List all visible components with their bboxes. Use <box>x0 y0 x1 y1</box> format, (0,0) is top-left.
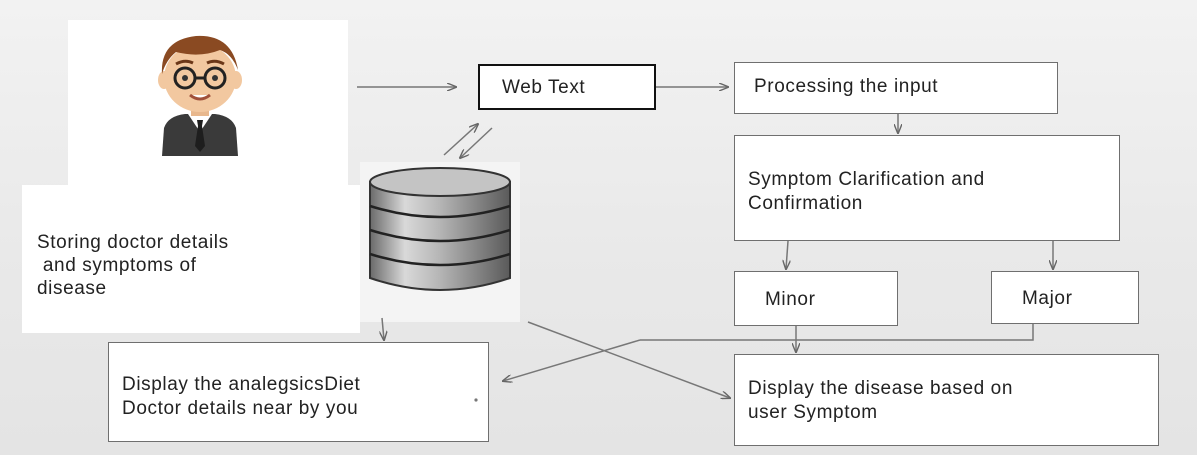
database-icon <box>360 162 520 322</box>
display-disease-box: Display the disease based on user Sympto… <box>734 354 1159 446</box>
arrow-major-to-analgesics <box>640 324 1034 341</box>
minor-label: Minor <box>765 289 816 310</box>
web-text-box: Web Text <box>478 64 656 110</box>
major-box: Major <box>991 271 1139 324</box>
doctor-avatar-icon <box>158 35 242 156</box>
major-label: Major <box>1022 288 1073 309</box>
arrow-clarification-to-minor <box>786 240 788 269</box>
processing-label: Processing the input <box>754 76 939 97</box>
display-disease-label: Display the disease based on user Sympto… <box>748 378 1014 423</box>
processing-box: Processing the input <box>734 62 1058 114</box>
web-text-label: Web Text <box>502 77 586 98</box>
storage-panel <box>22 185 360 333</box>
arrow-db-to-disease <box>527 321 730 398</box>
display-analgesics-box: Display the analegsicsDiet Doctor detail… <box>108 342 489 442</box>
storage-note: Storing doctor details and symptoms of d… <box>37 232 229 299</box>
arrow-db-to-webtext <box>443 124 478 156</box>
arrow-db-to-analgesics <box>382 317 384 340</box>
clarification-box: Symptom Clarification and Confirmation <box>734 135 1120 241</box>
minor-box: Minor <box>734 271 898 326</box>
display-analgesics-label: Display the analegsicsDiet Doctor detail… <box>122 374 361 419</box>
arrow-webtext-to-db <box>460 127 493 158</box>
clarification-label: Symptom Clarification and Confirmation <box>748 169 985 214</box>
